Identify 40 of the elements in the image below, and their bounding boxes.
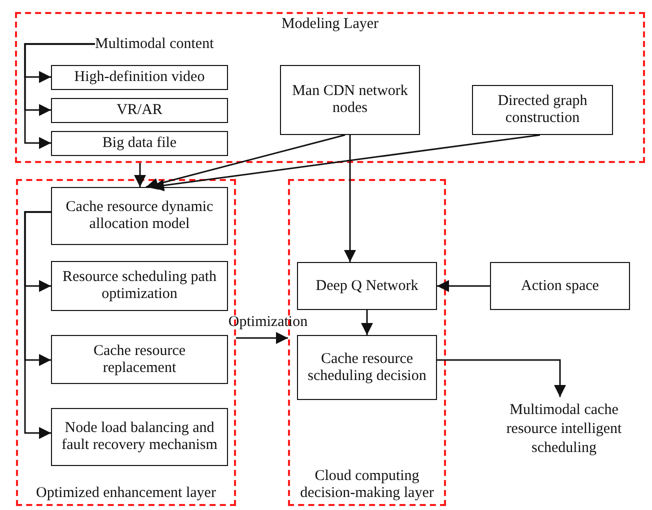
box-label: Node load balancing and fault recovery mechanism (60, 420, 218, 454)
box-label: Cache resource replacement (92, 342, 187, 376)
process-box (51, 98, 228, 123)
arrow (361, 310, 373, 335)
edge-label: Optimization (228, 314, 308, 331)
process-box (297, 335, 437, 400)
box-label: Directed graph construction (496, 93, 588, 127)
box-label: High-definition video (74, 69, 205, 86)
process-box (297, 262, 437, 310)
box-label: Big data file (102, 135, 177, 152)
arrow (134, 163, 146, 187)
layer-title: Modeling Layer (280, 16, 380, 33)
layer-title: Cloud computing decision-making layer (299, 468, 435, 502)
box-label: Action space (521, 278, 599, 294)
process-box (51, 261, 228, 311)
process-box (51, 65, 228, 90)
arrow (24, 43, 95, 149)
node-label: Multimodal cache resource intelligent scheduling (505, 400, 623, 458)
process-box (280, 65, 420, 135)
box-label: Man CDN network nodes (291, 83, 409, 117)
process-box (51, 335, 228, 384)
box-label: VR/AR (116, 102, 162, 119)
arrow (344, 135, 356, 262)
process-box (472, 85, 613, 135)
box-label: Cache resource dynamic allocation model (64, 199, 214, 233)
arrow (236, 332, 288, 344)
box-label: Cache resource scheduling decision (306, 350, 428, 384)
arrow (437, 359, 566, 397)
arrow (24, 211, 51, 439)
arrow (437, 280, 490, 292)
process-box (51, 131, 228, 156)
layer-title: Optimized enhancement layer (35, 485, 217, 502)
box-label: Resource scheduling path optimization (61, 269, 218, 303)
box-label: Deep Q Network (316, 278, 418, 294)
process-box (51, 187, 228, 245)
node-label: Multimodal content (95, 34, 214, 54)
process-box (490, 262, 630, 310)
process-box (51, 408, 228, 466)
layer-frame (15, 12, 645, 163)
arrow (146, 134, 346, 190)
